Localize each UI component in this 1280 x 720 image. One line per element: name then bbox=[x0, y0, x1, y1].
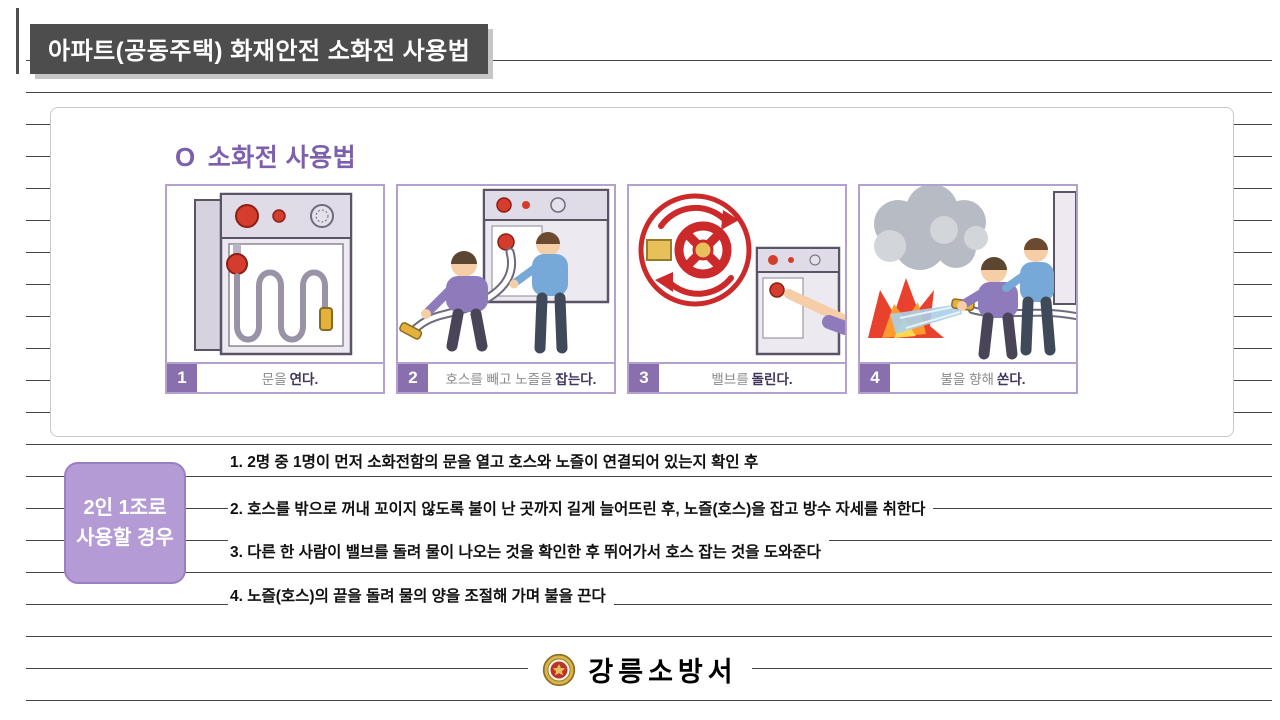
step-panel-1: 1 문을 연다. bbox=[165, 184, 385, 394]
step-2-illustration bbox=[398, 186, 614, 362]
person-back-blue bbox=[1002, 238, 1056, 356]
step-1-number: 1 bbox=[167, 364, 197, 392]
step-panel-2: 2 호스를 빼고 노즐을 잡는다. bbox=[396, 184, 616, 394]
fire-station-name: 강릉소방서 bbox=[588, 657, 738, 687]
instruction-item-3: 3. 다른 한 사람이 밸브를 돌려 물이 나오는 것을 확인한 후 뛰어가서 … bbox=[228, 537, 829, 565]
spray-fire-icon bbox=[868, 186, 1076, 360]
instruction-item-4: 4. 노즐(호스)의 끝을 돌려 물의 양을 조절해 가며 불을 끈다 bbox=[228, 581, 614, 609]
rotate-arrow-top-icon bbox=[658, 204, 728, 229]
step-2-number: 2 bbox=[398, 364, 428, 392]
valve-turn-icon bbox=[638, 193, 845, 356]
step-3-caption-bar: 3 밸브를 돌린다. bbox=[629, 362, 845, 392]
footer: 강릉소방서 bbox=[0, 648, 1280, 691]
instruction-item-2: 2. 호스를 밖으로 꺼내 꼬이지 않도록 불이 난 곳까지 길게 늘어뜨린 후… bbox=[228, 494, 934, 522]
step-2-caption-bar: 2 호스를 빼고 노즐을 잡는다. bbox=[398, 362, 614, 392]
step-1-caption-bold: 연다. bbox=[289, 372, 319, 387]
step-3-illustration bbox=[629, 186, 845, 362]
step-4-caption: 불을 향해 쏜다. bbox=[890, 364, 1076, 392]
step-2-caption-text: 호스를 빼고 노즐을 bbox=[445, 372, 553, 387]
step-3-caption: 밸브를 돌린다. bbox=[659, 364, 845, 392]
step-1-caption: 문을 연다. bbox=[197, 364, 383, 392]
section-heading-label: 소화전 사용법 bbox=[207, 144, 357, 172]
content-card: O 소화전 사용법 bbox=[50, 107, 1234, 437]
step-3-caption-text: 밸브를 bbox=[711, 372, 749, 387]
hydrant-cabinet-icon bbox=[194, 192, 353, 356]
step-1-caption-bar: 1 문을 연다. bbox=[167, 362, 383, 392]
step-1-illustration bbox=[167, 186, 383, 362]
step-4-caption-bar: 4 불을 향해 쏜다. bbox=[860, 362, 1076, 392]
person-front-purple bbox=[957, 257, 1018, 360]
step-2-caption: 호스를 빼고 노즐을 잡는다. bbox=[428, 364, 614, 392]
step-2-caption-bold: 잡는다. bbox=[555, 372, 597, 387]
title-accent-bar bbox=[16, 8, 19, 74]
steps-row: 1 문을 연다. bbox=[165, 184, 1078, 394]
page-title: 아파트(공동주택) 화재안전 소화전 사용법 bbox=[30, 24, 489, 74]
step-panel-4: 4 불을 향해 쏜다. bbox=[858, 184, 1078, 394]
instruction-item-1: 1. 2명 중 1명이 먼저 소화전함의 문을 열고 호스와 노즐이 연결되어 … bbox=[228, 447, 767, 475]
person-back-blue bbox=[509, 232, 568, 354]
valve-closeup-circle bbox=[638, 193, 752, 307]
step-4-number: 4 bbox=[860, 364, 890, 392]
team-badge-line2: 사용할 경우 bbox=[76, 527, 174, 549]
step-1-caption-text: 문을 bbox=[261, 372, 287, 387]
team-badge: 2인 1조로 사용할 경우 bbox=[64, 462, 186, 584]
team-badge-line1: 2인 1조로 bbox=[83, 497, 167, 519]
rotate-arrow-bottom-icon bbox=[666, 275, 734, 297]
pulling-hose-icon bbox=[399, 188, 610, 354]
step-4-caption-text: 불을 향해 bbox=[940, 372, 994, 387]
step-3-caption-bold: 돌린다. bbox=[751, 372, 793, 387]
step-3-number: 3 bbox=[629, 364, 659, 392]
step-panel-3: 3 밸브를 돌린다. bbox=[627, 184, 847, 394]
step-4-illustration bbox=[860, 186, 1076, 362]
fire-department-emblem-icon bbox=[543, 653, 576, 686]
section-heading: O 소화전 사용법 bbox=[175, 138, 356, 174]
step-4-caption-bold: 쏜다. bbox=[996, 372, 1026, 387]
person-front-purple bbox=[421, 251, 488, 352]
section-heading-marker: O bbox=[175, 142, 196, 172]
